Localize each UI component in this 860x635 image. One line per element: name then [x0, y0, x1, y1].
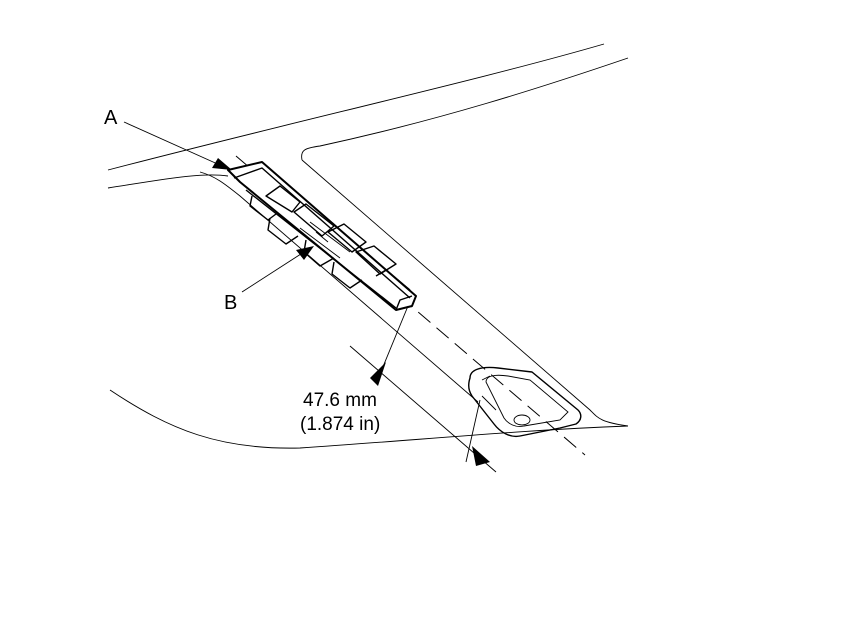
callout-label-a: A — [104, 107, 118, 129]
dimension-extension-lower — [379, 305, 409, 375]
leader-a — [123, 121, 223, 167]
mounting-base — [467, 366, 582, 438]
dimension-extension-upper — [349, 345, 497, 473]
leader-b-arrowhead — [296, 246, 314, 260]
pillar-edge — [301, 159, 629, 427]
clip-strip-a — [227, 161, 417, 311]
dimension-arrow-lower — [472, 446, 490, 466]
pillar-edge-inner — [199, 171, 479, 403]
dimension-arrow-upper — [370, 362, 386, 386]
leader-a-arrowhead — [212, 158, 232, 170]
roof-outer-edge — [107, 43, 605, 171]
leader-b — [241, 251, 305, 293]
callout-label-b: B — [224, 292, 238, 314]
lower-body-curve — [109, 389, 629, 449]
roof-inner-edge — [107, 174, 229, 189]
windshield-glass-edge — [301, 57, 629, 161]
dimension-line — [465, 399, 481, 463]
dimension-metric: 47.6 mm — [303, 390, 377, 411]
dimension-imperial: (1.874 in) — [300, 414, 381, 435]
